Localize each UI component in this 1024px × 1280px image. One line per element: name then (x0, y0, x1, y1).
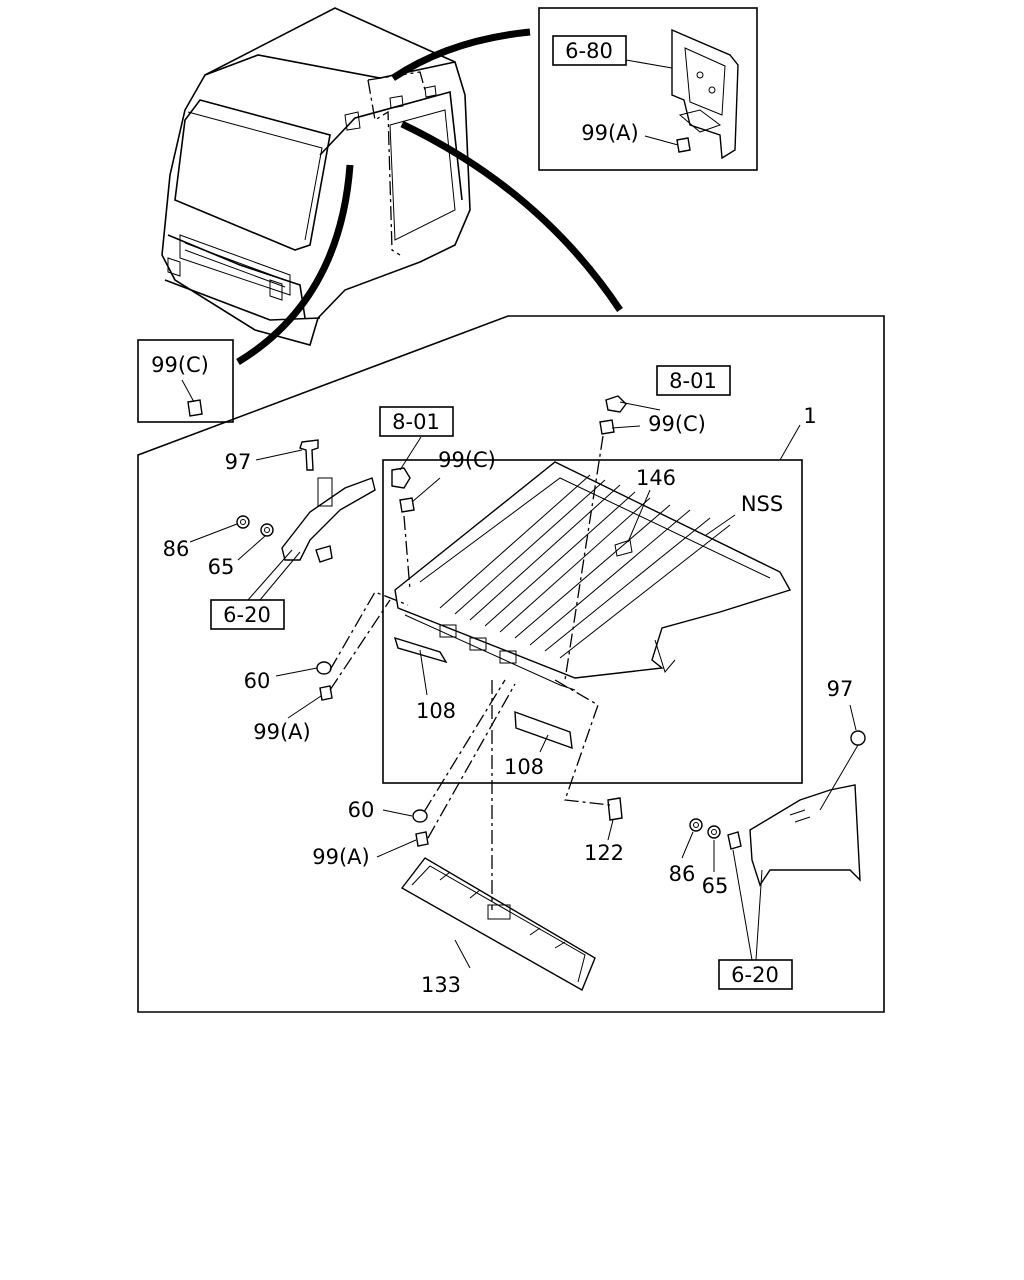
part-label-86-left: 86 (163, 537, 190, 561)
ref-box-6-20-right (718, 959, 793, 990)
part-label-122: 122 (584, 841, 624, 865)
ref-label-6-20-right: 6-20 (731, 963, 779, 987)
fasteners (236, 395, 721, 847)
bracket-inset-box: 6-80 99(A) (538, 7, 758, 171)
ref-label-8-01-right: 8-01 (669, 369, 717, 393)
right-pillar-trim (727, 730, 866, 887)
part-label-99c-left: 99(C) (438, 448, 496, 472)
roof-panel (394, 461, 792, 691)
part-label-65-right: 65 (702, 874, 729, 898)
part-label-60-upper: 60 (244, 669, 271, 693)
part-label-86-right: 86 (669, 862, 696, 886)
part-label-108-left: 108 (416, 699, 456, 723)
part-label-60-lower: 60 (348, 798, 375, 822)
ref-label-6-20-left: 6-20 (223, 603, 271, 627)
ref-box-6-80 (552, 35, 627, 66)
ref-label-6-80: 6-80 (565, 39, 613, 63)
left-pillar-trim (281, 439, 376, 563)
truck-cab-illustration (161, 7, 471, 346)
part-labels: 99(C) 99(C) 1 146 NSS 97 86 65 60 99(A) … (163, 404, 854, 997)
callout-arcs (236, 28, 623, 365)
part-label-99a-inset: 99(A) (581, 121, 638, 145)
ref-box-8-01-right (656, 365, 731, 396)
part-label-97-right: 97 (827, 677, 854, 701)
part-label-108-right: 108 (504, 755, 544, 779)
part-label-1: 1 (803, 404, 816, 428)
ref-box-8-01-left (379, 406, 454, 437)
reference-boxes: 8-01 8-01 6-20 6-20 (210, 365, 793, 990)
ref-label-8-01-left: 8-01 (392, 410, 440, 434)
clip-inset-box: 99(C) (137, 339, 234, 423)
main-frame (137, 315, 885, 1013)
part-label-99c-right: 99(C) (648, 412, 706, 436)
part-label-99a-lower: 99(A) (312, 845, 369, 869)
ref-box-6-20-left (210, 599, 285, 630)
part-label-99c-inset: 99(C) (151, 353, 209, 377)
assembly-lines (329, 435, 611, 910)
part-label-133: 133 (421, 973, 461, 997)
part-label-nss: NSS (741, 492, 783, 516)
part-label-146: 146 (636, 466, 676, 490)
leader-lines (189, 401, 859, 969)
part-label-65-left: 65 (208, 555, 235, 579)
part-label-97-left: 97 (225, 450, 252, 474)
front-header-rail-133 (400, 857, 596, 992)
part-label-99a-upper: 99(A) (253, 720, 310, 744)
